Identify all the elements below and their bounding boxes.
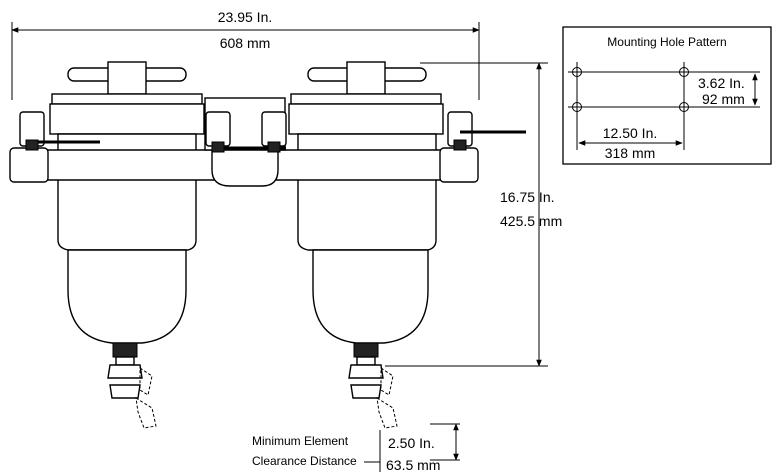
right-filter-unit xyxy=(288,61,444,429)
vertical-spacing-inches: 3.62 In. xyxy=(698,75,745,91)
width-dimension: 23.95 In. 608 mm xyxy=(11,9,480,100)
clearance-mm-label: 63.5 mm xyxy=(386,457,440,473)
left-filter-unit xyxy=(49,61,205,429)
clearance-inches-label: 2.50 In. xyxy=(388,435,435,451)
mounting-hole-pattern-inset: Mounting Hole Pattern 3.62 In. 92 mm 12.… xyxy=(562,26,772,165)
mounting-pattern-title: Mounting Hole Pattern xyxy=(607,35,726,49)
manifold-and-valves xyxy=(9,97,526,187)
horizontal-spacing-inches: 12.50 In. xyxy=(603,125,658,141)
clearance-label-line1: Minimum Element xyxy=(252,434,349,448)
height-dimension: 16.75 In. 425.5 mm xyxy=(385,62,562,367)
horizontal-spacing-mm: 318 mm xyxy=(605,145,656,161)
vertical-spacing-mm: 92 mm xyxy=(702,91,745,107)
clearance-callout: Minimum Element Clearance Distance 2.50 … xyxy=(252,423,460,473)
height-mm-label: 425.5 mm xyxy=(500,213,562,229)
width-inches-label: 23.95 In. xyxy=(218,9,273,25)
clearance-label-line2: Clearance Distance xyxy=(252,454,357,468)
height-inches-label: 16.75 In. xyxy=(500,189,555,205)
width-mm-label: 608 mm xyxy=(220,35,271,51)
